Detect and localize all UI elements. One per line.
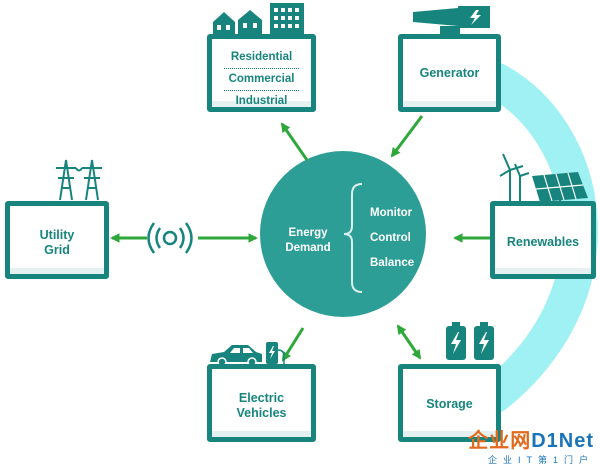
storage-box: Storage	[398, 364, 501, 442]
generator-box: Generator	[398, 34, 501, 112]
residential-lines: Residential Commercial Industrial	[212, 47, 311, 112]
commercial-label: Commercial	[224, 69, 299, 91]
renewables-box: Renewables	[490, 201, 596, 279]
residential-commercial-industrial-box: Residential Commercial Industrial	[207, 34, 316, 112]
arrow-storage-bidirectional	[396, 324, 422, 360]
brace-icon	[343, 183, 363, 293]
hub-actions: Monitor Control Balance	[370, 201, 414, 276]
electric-car-icon	[210, 345, 262, 367]
buildings-icon	[213, 3, 304, 34]
utility-grid-box: Utility Grid	[5, 201, 109, 279]
control-label: Control	[370, 232, 411, 244]
electric-vehicles-box: Electric Vehicles	[207, 364, 316, 442]
turbine-generator-icon	[413, 6, 490, 34]
watermark-sub: 企业IT第1门户	[487, 455, 594, 465]
energy-demand-hub	[260, 151, 426, 317]
watermark: 企业网D1Net 企业IT第1门户	[468, 424, 594, 466]
balance-label: Balance	[370, 257, 415, 269]
electric-vehicles-label: Electric Vehicles	[212, 391, 311, 421]
residential-label: Residential	[224, 47, 299, 69]
battery-icon	[446, 322, 494, 360]
solar-panel-icon	[532, 172, 588, 204]
electric-label: Electric	[238, 391, 285, 405]
energy-demand-label: Energy Demand	[268, 226, 348, 256]
demand-label: Demand	[285, 242, 331, 254]
monitor-label: Monitor	[370, 207, 413, 219]
watermark-main: 企业网D1Net	[468, 424, 594, 453]
storage-label: Storage	[426, 397, 473, 411]
arrow-from-generator	[390, 115, 424, 158]
charging-station-icon	[266, 342, 285, 364]
energy-label: Energy	[288, 227, 328, 239]
watermark-cn: 企业网	[468, 430, 532, 452]
arrow-to-electric-vehicles	[281, 327, 305, 362]
utility-label: Utility	[39, 228, 75, 242]
vehicles-label: Vehicles	[236, 406, 287, 420]
arrow-to-residential	[280, 122, 309, 161]
generator-label: Generator	[419, 66, 480, 80]
grid-label: Grid	[44, 243, 70, 257]
utility-grid-label: Utility Grid	[10, 228, 104, 258]
industrial-label: Industrial	[235, 95, 288, 107]
wind-turbine-icon	[499, 153, 530, 203]
smart-meter-icon	[147, 222, 193, 254]
watermark-brand: D1Net	[531, 430, 594, 452]
renewables-label: Renewables	[506, 235, 580, 249]
power-tower-icon	[56, 159, 102, 201]
